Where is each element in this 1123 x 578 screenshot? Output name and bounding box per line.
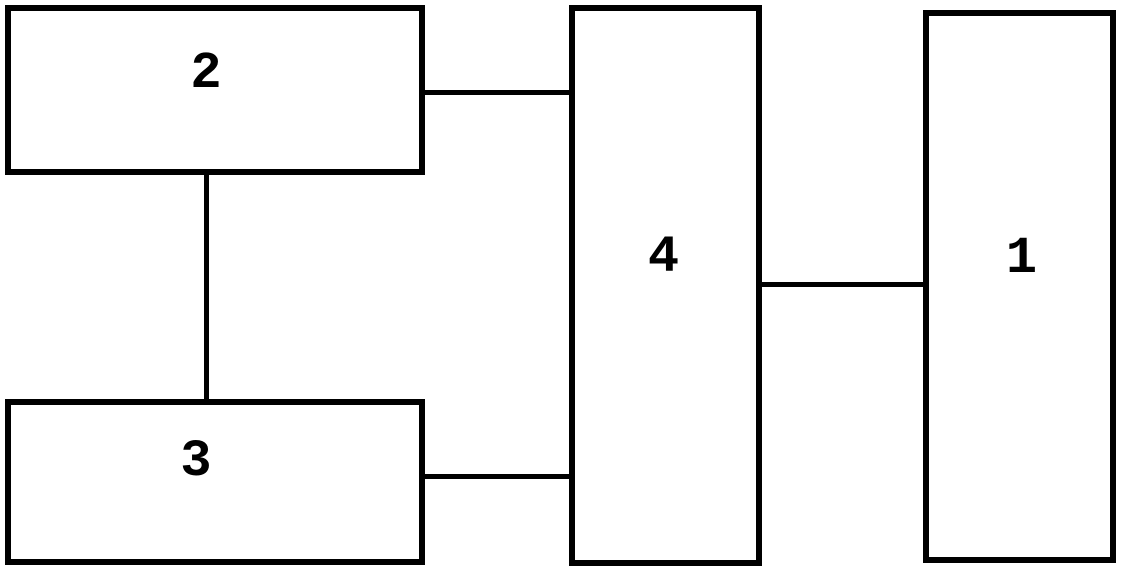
diagram-block-3: 3 bbox=[5, 399, 425, 565]
connector-block2-to-block3 bbox=[204, 173, 209, 401]
connector-block4-to-block1 bbox=[760, 282, 925, 287]
connector-block3-to-block4 bbox=[425, 474, 571, 479]
block-4-label: 4 bbox=[647, 227, 680, 287]
block-1-label: 1 bbox=[1005, 228, 1038, 288]
diagram-block-2: 2 bbox=[5, 5, 425, 175]
connector-block2-to-block4 bbox=[425, 90, 571, 95]
block-2-label: 2 bbox=[190, 44, 222, 103]
diagram-block-4: 4 bbox=[569, 5, 762, 566]
diagram-block-1: 1 bbox=[923, 10, 1116, 563]
block-3-label: 3 bbox=[180, 432, 212, 491]
